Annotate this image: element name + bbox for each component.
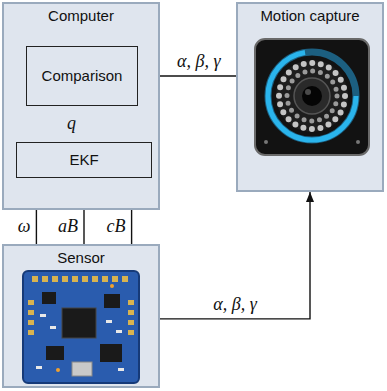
group-panel: Sensor (2, 244, 160, 388)
camera-picture (254, 38, 370, 156)
arrow-connector (160, 192, 310, 319)
node-title: Sensor (57, 249, 105, 267)
group-panel: Motion capture (236, 2, 384, 192)
signal-label: ω (18, 217, 31, 237)
signal-label: α, β, γ (213, 295, 257, 315)
node-title: EKF (69, 151, 98, 169)
node-title: Motion capture (260, 7, 359, 25)
process-box: EKF (16, 142, 152, 178)
sensor-board-picture (22, 270, 140, 384)
process-box: Comparison (26, 46, 138, 106)
node-title: Computer (48, 7, 114, 25)
group-panel: ComputerComparisonEKF (2, 2, 160, 210)
signal-label: cB (107, 217, 126, 237)
signal-label: α, β, γ (177, 52, 221, 72)
node-title: Comparison (42, 67, 123, 85)
signal-label: aB (58, 217, 78, 237)
